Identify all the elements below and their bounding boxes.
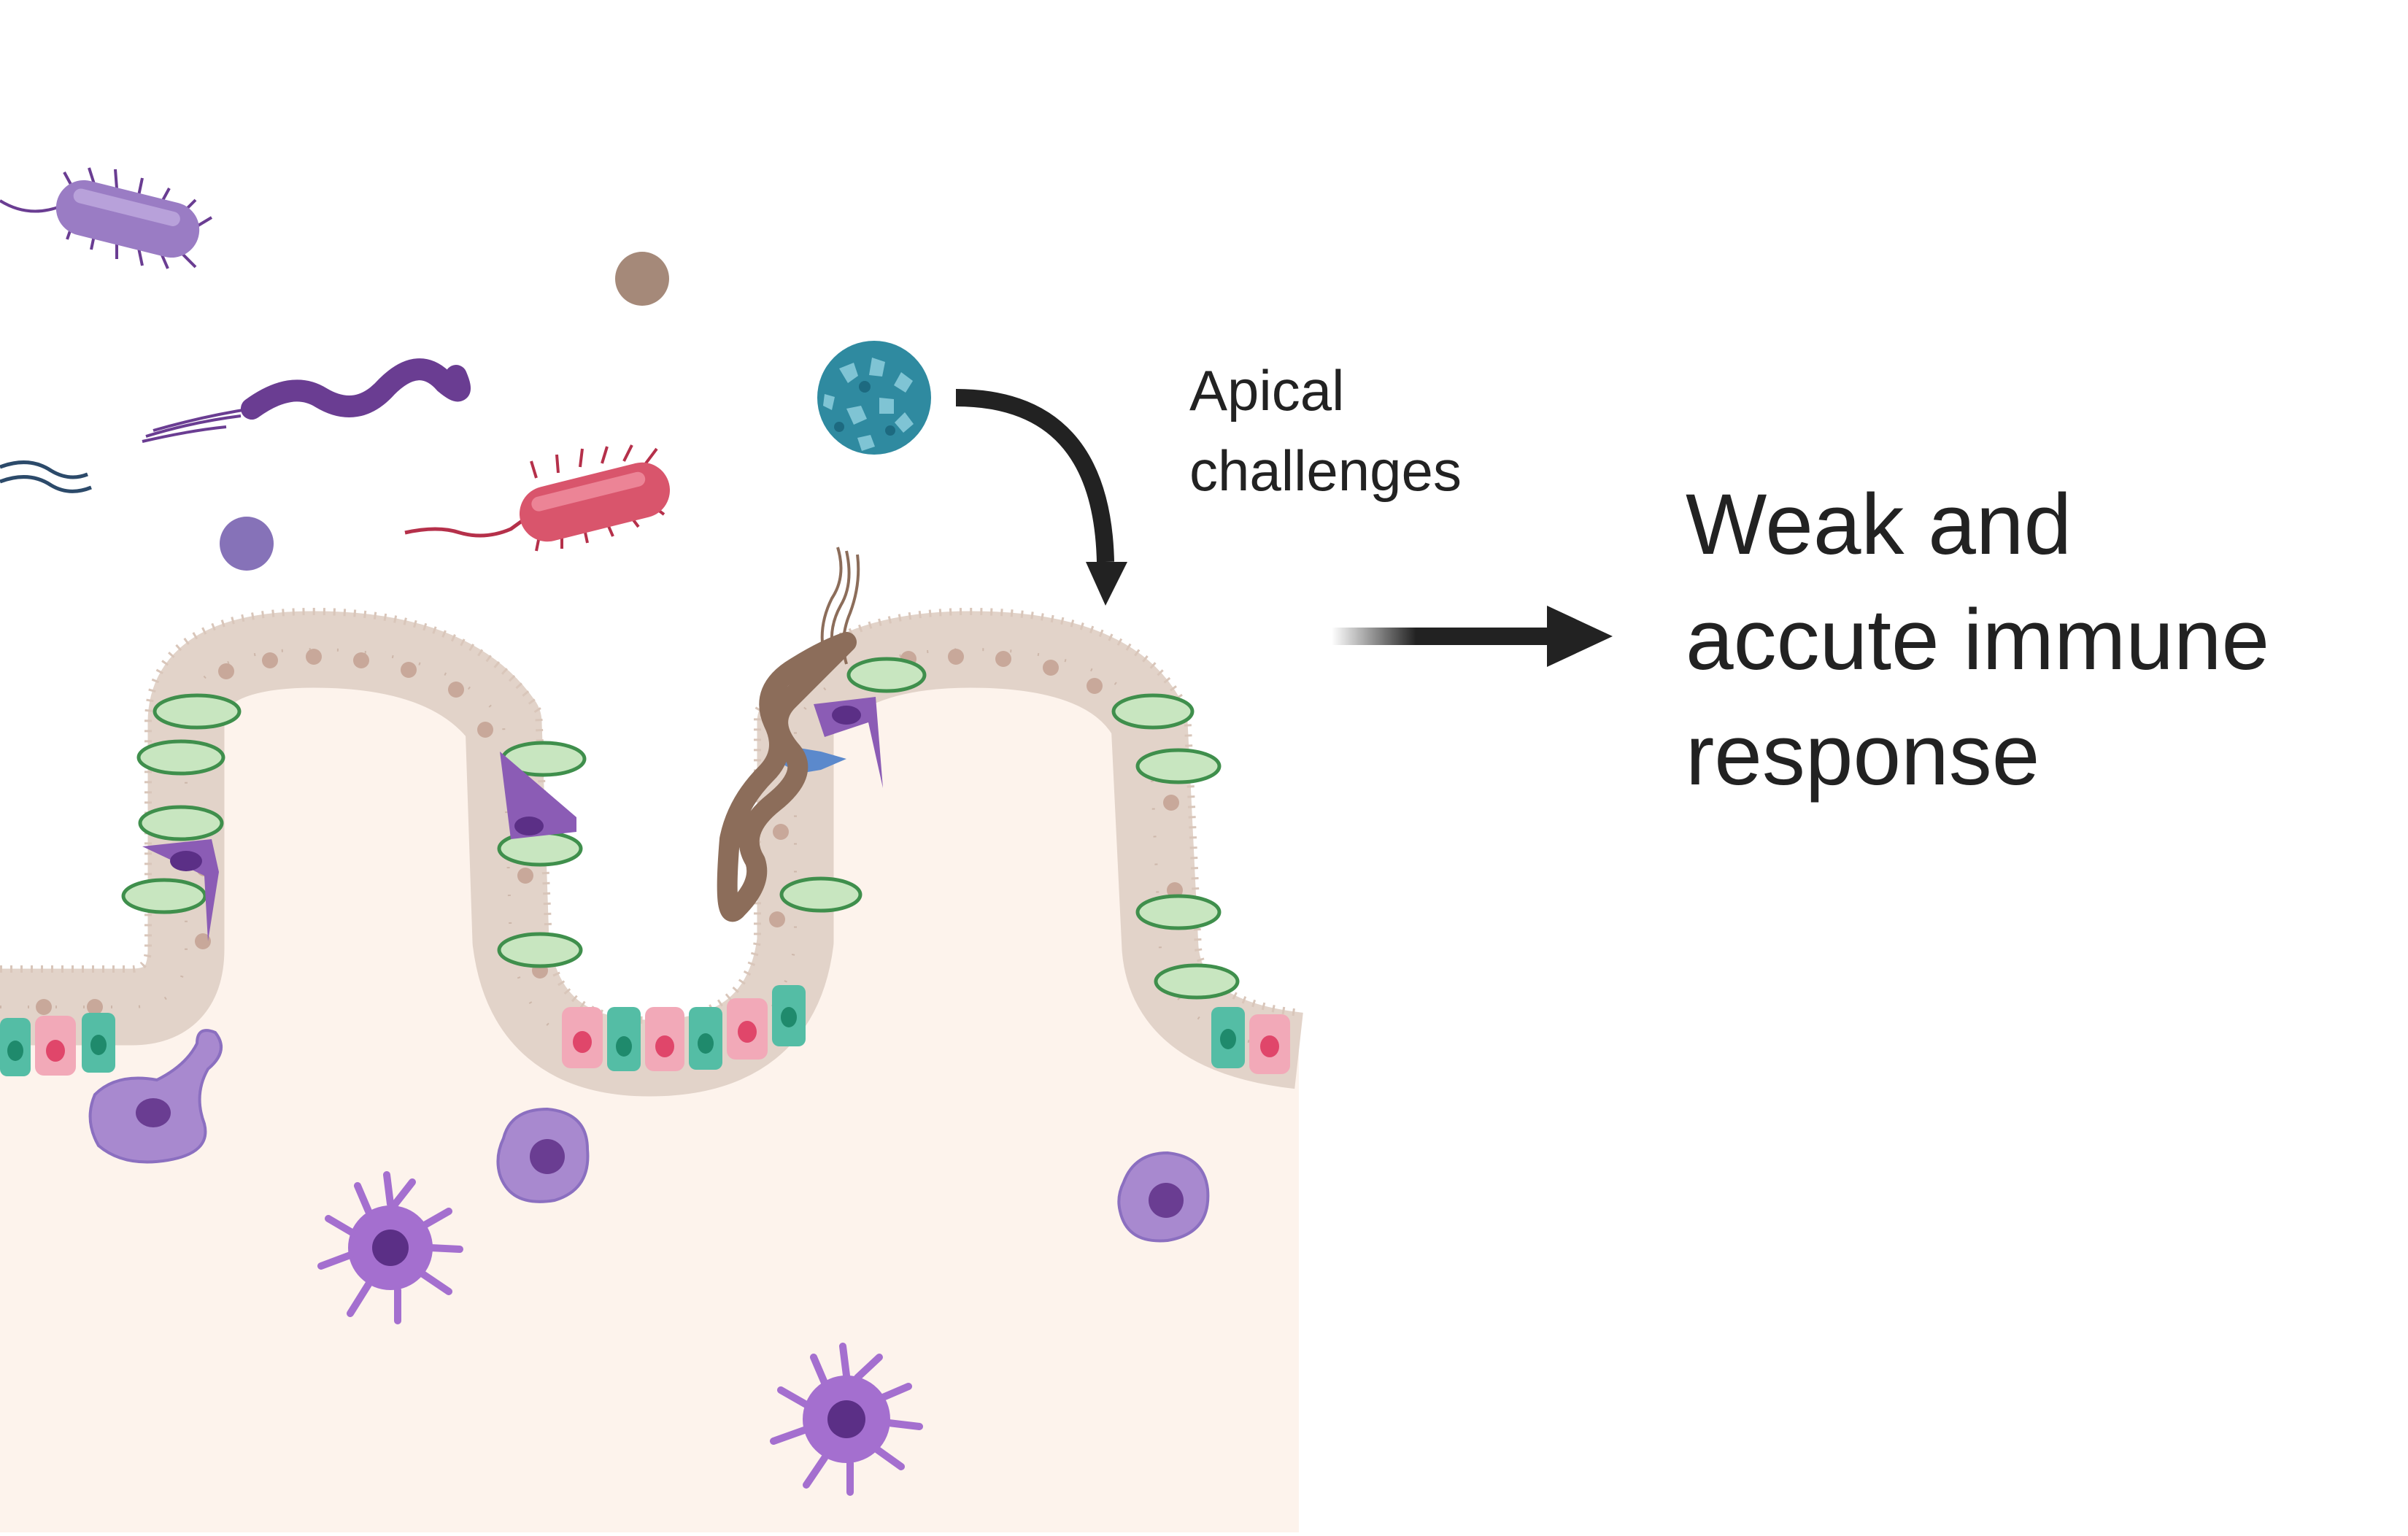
response-label-line1: Weak and [1686,476,2072,573]
helminth-worm-icon [717,632,857,922]
coccus-purple-icon [220,517,274,571]
goblet-cell-icon [121,657,1240,1000]
spirochete-icon [142,358,471,443]
tuft-cell-icon [142,697,883,941]
right-arrow-icon [1332,606,1613,667]
spirochete-small-icon [0,460,92,493]
apical-label-line1: Apical [1189,358,1345,422]
rod-bacterium-purple-icon [0,167,213,269]
macrophage-icon [88,1029,1210,1243]
coccus-brown-icon [615,252,669,306]
dendritic-cell-icon [317,1171,923,1496]
response-label-line3: response [1686,707,2040,803]
apical-challenges-label: Apical challenges [1189,350,1462,511]
curved-arrow-icon [955,389,1127,606]
virus-particle-icon [817,341,931,455]
response-label-line2: accute immune [1686,592,2270,688]
immune-response-label: Weak and accute immune response [1686,467,2269,813]
rod-bacterium-red-icon [404,444,671,552]
crypt-cells [0,985,1290,1076]
apical-label-line2: challenges [1189,439,1462,503]
